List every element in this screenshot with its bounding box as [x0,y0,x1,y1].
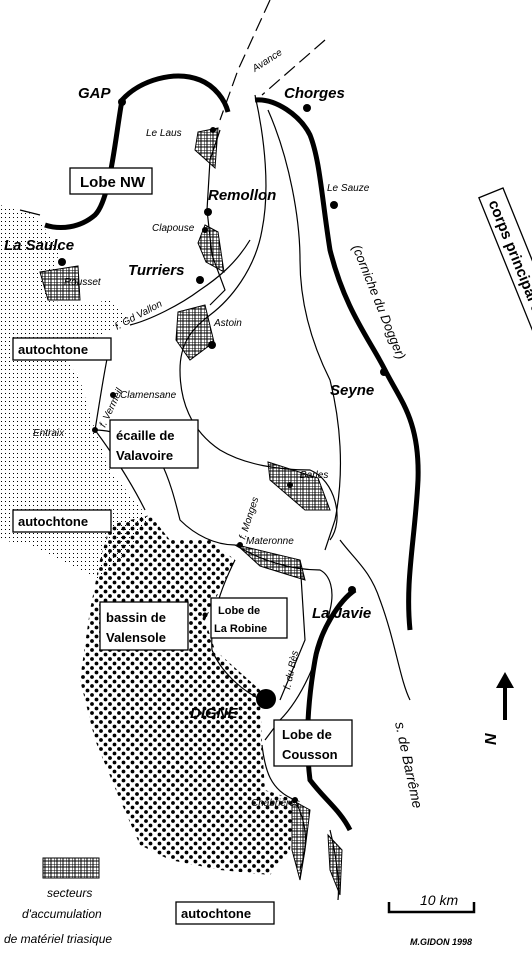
box-bassin-valensole: bassin de Valensole [99,601,189,651]
svg-text:La Robine: La Robine [214,623,267,635]
box-corps-principal: corps principal de la nappe [478,187,532,405]
svg-text:Lobe de: Lobe de [218,605,260,617]
svg-text:autochtone: autochtone [18,342,88,357]
autochtone-area [0,205,150,580]
svg-text:10 km: 10 km [420,892,458,908]
label-corniche: (corniche du Dogger) [349,243,409,362]
scale-bar: 10 km [387,892,476,914]
label-barreme: s. de Barrême [392,720,426,810]
legend-line2: d'accumulation [22,907,102,921]
north-arrow: N [483,672,514,745]
town-materonne: Materonne [246,536,294,547]
svg-text:écaille de: écaille de [116,428,175,443]
town-le-sauze: Le Sauze [327,183,370,194]
town-la-javie: La Javie [312,605,371,622]
svg-text:Lobe de: Lobe de [282,727,332,742]
town-turriers: Turriers [128,262,184,279]
town-seyne: Seyne [330,382,374,399]
label-monges: f. Monges [237,496,261,541]
town-markers [58,98,388,803]
svg-text:Lobe NW: Lobe NW [80,174,146,191]
svg-text:autochtone: autochtone [18,514,88,529]
svg-text:N: N [483,733,500,745]
label-bes: f. du Bès [282,650,301,691]
town-remollon: Remollon [208,187,276,204]
town-digne: DIGNE [190,705,239,722]
legend-line1: secteurs [47,886,92,900]
town-clapouse: Clapouse [152,223,195,234]
credit: M.GIDON 1998 [410,937,472,947]
town-chabrieres: Chabrières [251,798,300,809]
svg-text:bassin de: bassin de [106,610,166,625]
label-avance: Avance [250,47,285,75]
box-autochtone-middle: autochtone [12,509,112,533]
legend: secteurs d'accumulation de matériel tria… [4,857,112,946]
town-gap: GAP [78,85,112,102]
town-chorges: Chorges [284,85,345,102]
box-ecaille-valavoire: écaille de Valavoire [109,419,199,469]
svg-text:Cousson: Cousson [282,747,338,762]
svg-text:autochtone: autochtone [181,906,251,921]
legend-swatch [42,857,100,879]
svg-text:Valensole: Valensole [106,630,166,645]
legend-line3: de matériel triasique [4,932,112,946]
town-entraix: Entraix [33,428,65,439]
box-lobe-la-robine: Lobe de La Robine [210,597,288,639]
box-lobe-cousson: Lobe de Cousson [273,719,353,767]
box-lobe-nw: Lobe NW [69,167,153,195]
svg-text:Valavoire: Valavoire [116,448,173,463]
town-astoin: Astoin [213,318,242,329]
town-la-saulce: La Saulce [4,237,74,254]
box-autochtone-north: autochtone [12,337,112,361]
town-barles: Barles [300,470,328,481]
box-autochtone-south: autochtone [175,901,275,925]
town-rousset: Rousset [64,277,102,288]
town-le-laus: Le Laus [146,128,182,139]
town-clamensane: Clamensane [120,390,177,401]
